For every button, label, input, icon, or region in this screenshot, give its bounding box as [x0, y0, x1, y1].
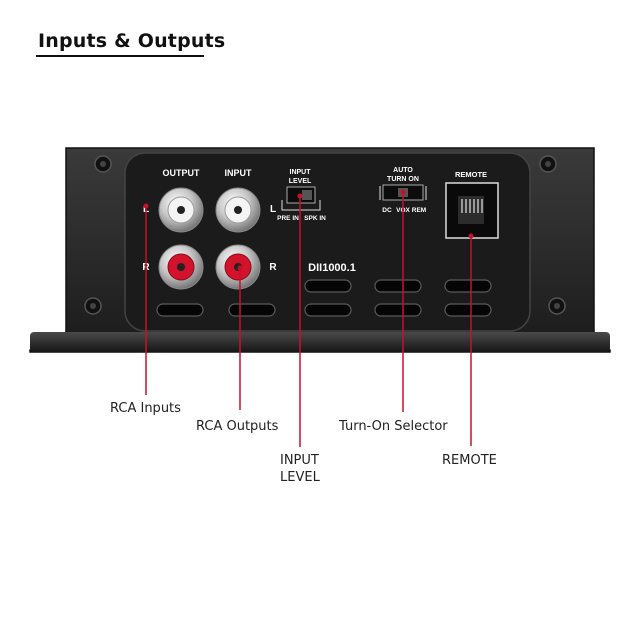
pre-in-label: PRE IN [277, 215, 299, 222]
switch-bracket [379, 186, 427, 200]
callout-dots [143, 189, 474, 271]
input-label: INPUT [225, 168, 253, 178]
screw-icon [94, 155, 112, 173]
right-channel-label: R [269, 262, 277, 273]
input-level-panel-label: INPUT [290, 169, 312, 176]
model-number: DII1000.1 [308, 262, 356, 274]
output-label: OUTPUT [163, 168, 201, 178]
auto-turn-on-label: AUTO [393, 167, 413, 174]
input-level-panel-label: LEVEL [289, 178, 312, 185]
screw-icon [84, 297, 102, 315]
left-channel-label: L [270, 204, 276, 215]
rca-output-left-jack[interactable] [158, 187, 204, 233]
callout-lines [145, 192, 472, 447]
screw-icon [539, 155, 557, 173]
switch-bracket [281, 200, 321, 211]
remote-panel-label: REMOTE [455, 170, 487, 179]
remote-callout: REMOTE [442, 453, 497, 468]
vent-slots [156, 279, 492, 317]
rca-outputs-callout: RCA Outputs [196, 419, 279, 434]
rca-input-left-jack[interactable] [215, 187, 261, 233]
auto-turn-on-label: TURN ON [387, 176, 419, 183]
rca-inputs-callout: RCA Inputs [110, 401, 181, 416]
rca-output-right-jack[interactable] [158, 244, 204, 290]
rem-label: REM [412, 207, 426, 214]
remote-port[interactable] [445, 182, 499, 239]
dc-label: DC [382, 207, 392, 214]
input-level-callout-line2: LEVEL [280, 470, 320, 485]
page-title: Inputs & Outputs [38, 30, 226, 52]
spk-in-label: SPK IN [304, 215, 326, 222]
input-level-callout-line1: INPUT [280, 453, 319, 468]
title-underline [36, 55, 204, 57]
screw-icon [548, 297, 566, 315]
turn-on-selector-callout: Turn-On Selector [339, 419, 448, 434]
